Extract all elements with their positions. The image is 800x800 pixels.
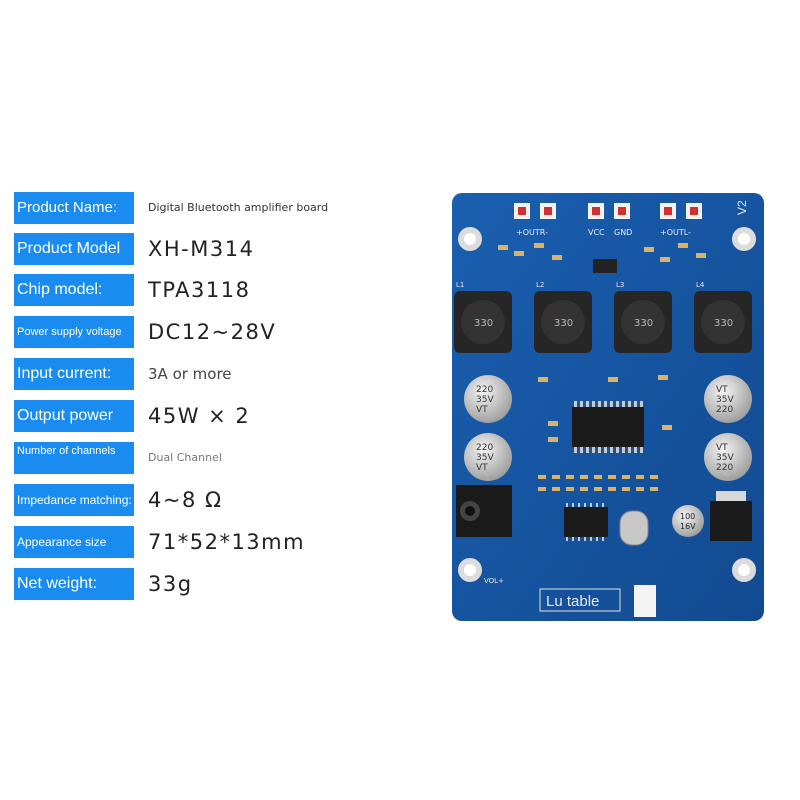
svg-text:35V: 35V [476, 453, 494, 463]
port-label-l1: L1 [456, 281, 464, 289]
spec-row-product-model: Product Model XH-M314 [14, 233, 434, 265]
spec-label: Output power [14, 400, 134, 432]
capacitor-small: 100 16V [672, 505, 704, 537]
amplifier-chip [572, 401, 644, 453]
spec-label: Product Model [14, 233, 134, 265]
spec-value: 3A or more [148, 365, 232, 383]
spec-value: XH-M314 [148, 237, 255, 261]
spec-value: Dual Channel [148, 451, 222, 464]
spec-label: Chip model: [14, 274, 134, 306]
spec-row-number-of-channels: Number of channels Dual Channel [14, 442, 434, 474]
spec-value: 71*52*13mm [148, 530, 306, 554]
inductor-code: 330 [474, 318, 493, 329]
svg-text:220: 220 [476, 385, 493, 395]
spec-row-output-power: Output power 45W × 2 [14, 400, 434, 432]
svg-text:35V: 35V [716, 453, 734, 463]
spec-row-appearance-size: Appearance size 71*52*13mm [14, 526, 434, 558]
spec-row-net-weight: Net weight: 33g [14, 568, 434, 600]
mounting-holes [458, 227, 756, 582]
crystal-oscillator [619, 510, 649, 546]
spec-value: 33g [148, 572, 193, 596]
capacitor-right-bottom: VT 35V 220 [704, 433, 752, 481]
svg-text:220: 220 [476, 443, 493, 453]
svg-text:220: 220 [716, 463, 733, 473]
svg-text:220: 220 [716, 405, 733, 415]
smd-components-middle [538, 375, 672, 491]
inductor-code: 330 [634, 318, 653, 329]
inductors: 330 330 330 330 [454, 291, 752, 353]
spec-value: Digital Bluetooth amplifier board [148, 201, 329, 214]
inductor-code: 330 [554, 318, 573, 329]
watermark-frame [539, 588, 621, 612]
spec-label: Input current: [14, 358, 134, 390]
audio-jack [456, 485, 512, 537]
spec-value: 4~8 Ω [148, 488, 223, 512]
port-label-l3: L3 [616, 281, 624, 289]
board-version: V2 [735, 200, 749, 215]
spec-label: Appearance size [14, 526, 134, 558]
spec-row-input-current: Input current: 3A or more [14, 358, 434, 390]
port-label-l4: L4 [696, 281, 705, 289]
spec-label: Number of channels [14, 442, 134, 474]
pin-label-vcc: VCC [588, 228, 605, 237]
svg-text:100: 100 [680, 512, 695, 521]
spec-label: Product Name: [14, 192, 134, 224]
spec-label: Impedance matching: [14, 484, 134, 516]
svg-text:VT: VT [476, 405, 488, 415]
capacitor-left-bottom: 220 35V VT [464, 433, 512, 481]
volume-knob [634, 585, 656, 617]
pin-label-gnd: GND [614, 228, 632, 237]
capacitor-left-top: 220 35V VT [464, 375, 512, 423]
svg-text:VT: VT [716, 385, 728, 395]
spec-value: DC12~28V [148, 320, 277, 344]
svg-text:35V: 35V [716, 395, 734, 405]
spec-label: Net weight: [14, 568, 134, 600]
terminal-pads [514, 203, 702, 219]
spec-row-product-name: Product Name: Digital Bluetooth amplifie… [14, 192, 434, 224]
pin-label-outr: +OUTR- [516, 228, 548, 237]
spec-row-chip-model: Chip model: TPA3118 [14, 274, 434, 306]
svg-text:35V: 35V [476, 395, 494, 405]
amplifier-board-image: V2 +OUTR- VCC GND +OUTL- 330 [448, 185, 768, 625]
inductor-code: 330 [714, 318, 733, 329]
spec-label: Power supply voltage [14, 316, 134, 348]
amplifier-board-graphic: V2 +OUTR- VCC GND +OUTL- 330 [452, 193, 764, 621]
pin-label-outl: +OUTL- [660, 228, 691, 237]
spec-value: TPA3118 [148, 278, 251, 302]
capacitor-right-top: VT 35V 220 [704, 375, 752, 423]
port-label-l2: L2 [536, 281, 544, 289]
svg-text:16V: 16V [680, 522, 696, 531]
bluetooth-chip [564, 503, 608, 541]
smd-components-top [498, 243, 706, 262]
spec-row-power-supply-voltage: Power supply voltage DC12~28V [14, 316, 434, 348]
svg-text:VT: VT [716, 443, 728, 453]
vol-label: VOL+ [484, 577, 504, 585]
diode-d2 [593, 259, 617, 273]
spec-value: 45W × 2 [148, 404, 251, 428]
voltage-regulator [710, 491, 752, 541]
watermark-text: Lu table [546, 593, 599, 610]
spec-row-impedance-matching: Impedance matching: 4~8 Ω [14, 484, 434, 516]
svg-text:VT: VT [476, 463, 488, 473]
